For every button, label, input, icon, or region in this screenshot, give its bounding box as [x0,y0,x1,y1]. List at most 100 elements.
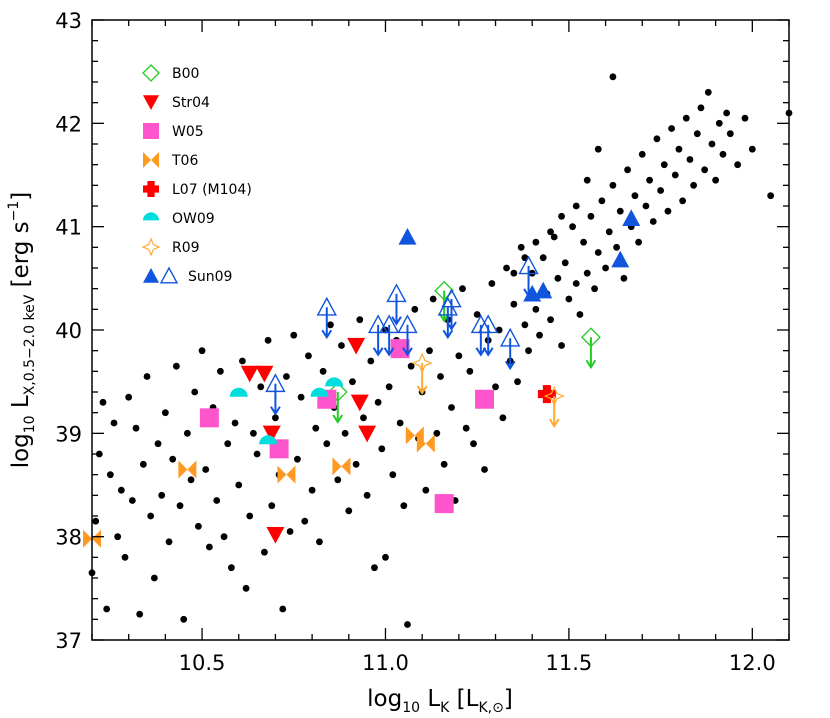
galaxy-point [726,130,734,138]
galaxy-point [106,471,114,479]
galaxy-point [216,367,224,375]
w05-point [199,408,219,428]
galaxy-point [594,145,602,153]
galaxy-point [316,538,323,546]
sun09-point [398,228,417,245]
y-axis-title: log10 LX,0.5−2.0 keV [erg s−1] [6,192,38,469]
sun09-point [367,314,389,334]
galaxy-point [323,440,331,448]
galaxy-point [510,269,518,277]
galaxy-point [172,362,180,370]
series-sun09 [265,255,539,416]
legend-label: W05 [172,124,204,140]
upper-limit-arrow [523,265,534,298]
galaxy-point [198,347,206,355]
galaxy-point [407,362,415,370]
str04-point [240,365,259,383]
str04-point [358,425,377,443]
galaxy-point [429,295,437,303]
galaxy-point [734,161,742,169]
galaxy-point [194,522,202,530]
legend-marker [143,181,159,197]
galaxy-point [638,150,646,158]
legend-label: Sun09 [188,269,232,285]
galaxy-point [525,347,532,355]
ow09-point [310,387,329,397]
b00-point [327,382,348,402]
galaxy-point [367,357,375,365]
galaxy-point [576,311,584,318]
galaxy-point [591,285,598,293]
y-tick-label: 40 [55,319,82,343]
galaxy-point [121,553,129,561]
galaxy-point [561,259,569,267]
sun09-point [500,327,521,347]
galaxy-point [649,218,657,225]
galaxy-point [701,166,709,174]
str04-point [350,394,369,412]
ow09-point [259,435,278,445]
galaxy-point [228,564,235,572]
series-ow09 [229,377,344,445]
galaxy-point [422,486,430,494]
galaxy-point [143,373,151,380]
legend-item: Sun09 [143,266,232,285]
galaxy-point [283,373,290,380]
galaxy-point [587,212,595,220]
galaxy-point [374,398,382,406]
galaxy-point [139,460,147,468]
upper-limit-arrow [416,363,428,395]
str04-point [255,365,274,383]
galaxy-point [532,238,540,246]
galaxy-point [220,533,228,541]
galaxy-point [99,398,107,406]
sun09-point [478,314,499,334]
galaxy-point [613,243,620,251]
galaxy-point [539,254,547,262]
galaxy-point [455,352,463,360]
galaxy-point [426,347,433,355]
galaxy-point [132,424,140,432]
galaxy-point [110,419,118,427]
r09-point [543,385,565,407]
galaxy-point [128,497,136,504]
sun09-point [611,250,630,268]
galaxy-point [356,316,364,324]
ow09-point [229,387,248,397]
galaxy-point [657,187,665,194]
galaxy-point [235,481,243,489]
legend-label: Str04 [172,95,210,111]
galaxy-point [290,331,298,339]
sun09-point [316,296,337,316]
galaxy-point [334,476,342,484]
series-r09 [411,352,565,428]
galaxy-point [583,176,591,184]
galaxy-point [158,491,166,499]
legend-item: L07 (M104) [143,181,252,198]
legend-item: Str04 [143,95,210,111]
legend-marker [143,123,159,139]
galaxy-point [719,150,727,158]
t06-point [332,457,351,476]
galaxy-point [748,145,756,153]
galaxy-point [279,605,287,613]
upper-limit-arrow [504,338,516,371]
galaxy-point [602,264,609,272]
r09-point [411,352,433,374]
galaxy-point [308,486,316,494]
galaxy-point [150,574,158,582]
galaxy-point [624,166,631,174]
galaxy-point [547,316,554,324]
galaxy-point [616,207,624,215]
galaxy-point [609,73,617,81]
galaxy-point [499,414,507,422]
galaxy-point [635,238,642,246]
galaxy-point [305,352,312,360]
galaxy-point [382,553,389,561]
galaxy-point [682,114,690,122]
galaxy-point [154,440,162,448]
legend-marker [143,152,159,168]
galaxy-point [433,429,441,437]
galaxy-point [503,264,510,272]
